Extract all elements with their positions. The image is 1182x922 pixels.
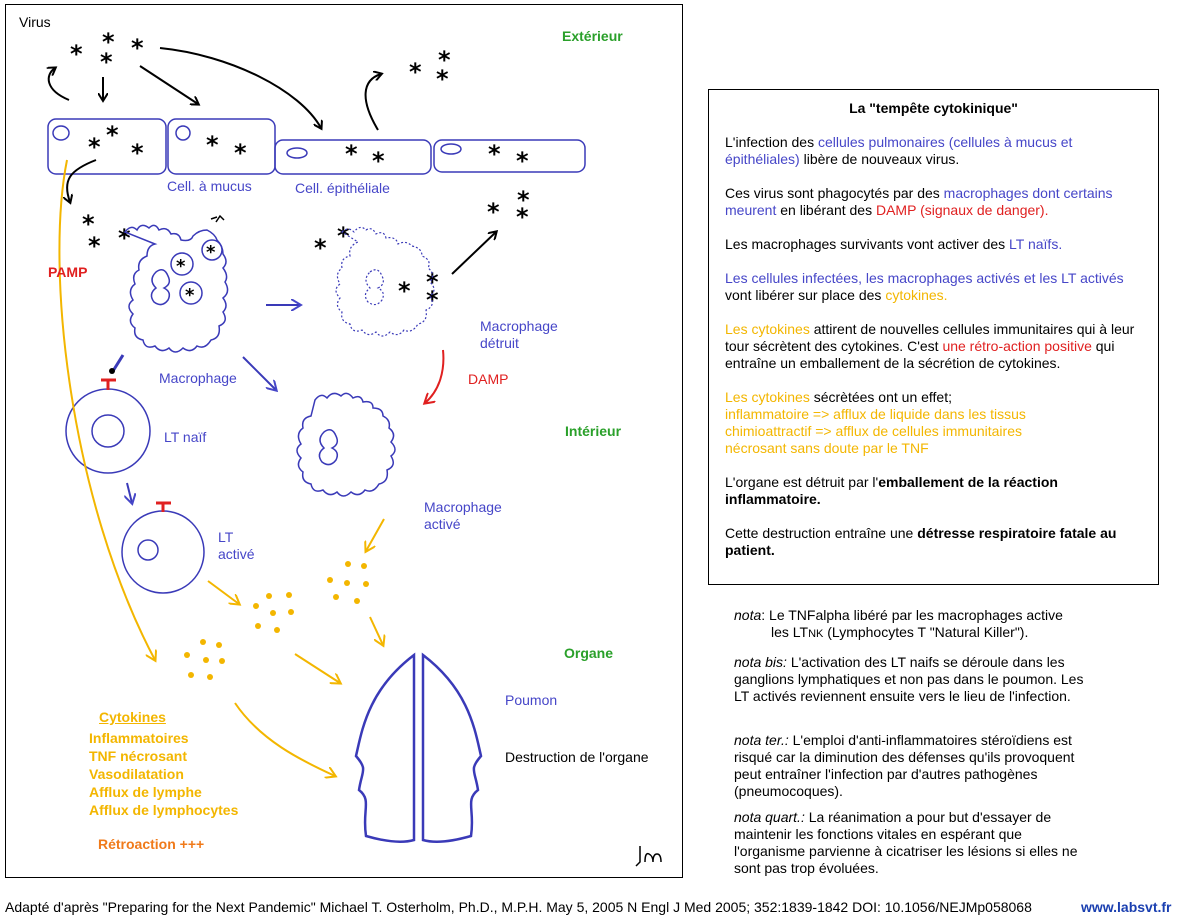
- cytokines-title: Cytokines: [99, 709, 166, 725]
- diagram-frame: [5, 4, 683, 878]
- lung-label: Poumon: [505, 692, 558, 708]
- citation: Adapté d'après "Preparing for the Next P…: [5, 899, 1032, 915]
- note-2: nota bis: L'activation des LT naifs se d…: [734, 654, 1084, 704]
- organ-destruction-label: Destruction de l'organe: [505, 749, 649, 765]
- mucus-cell-label: Cell. à mucus: [167, 178, 252, 194]
- info-paragraph: Les cytokines attirent de nouvelles cell…: [725, 321, 1135, 371]
- site-link[interactable]: www.labsvt.fr: [1081, 899, 1172, 915]
- info-paragraph: Les macrophages survivants vont activer …: [725, 236, 1063, 252]
- note-4: nota quart.: La réanimation a pour but d…: [734, 809, 1078, 876]
- lt-naive-label: LT naïf: [164, 429, 207, 445]
- info-paragraph: Les cellules infectées, les macrophages …: [725, 270, 1124, 303]
- info-title: La "tempête cytokinique": [849, 100, 1018, 116]
- exterior-label: Extérieur: [562, 28, 623, 44]
- cytokine-item: Inflammatoires: [89, 730, 189, 746]
- feedback-label: Rétroaction +++: [98, 836, 205, 852]
- virus-label: Virus: [19, 14, 51, 30]
- damp-label: DAMP: [468, 371, 509, 387]
- info-paragraph: Cette destruction entraîne une détresse …: [725, 525, 1117, 558]
- info-paragraph: Les cytokines sécrètées ont un effet; in…: [725, 389, 1026, 456]
- cytokine-item: Afflux de lymphocytes: [89, 802, 239, 818]
- info-paragraph: L'organe est détruit par l'emballement d…: [725, 474, 1058, 507]
- macrophage-label: Macrophage: [159, 370, 237, 386]
- organ-label: Organe: [564, 645, 614, 661]
- info-paragraph: Ces virus sont phagocytés par des macrop…: [725, 185, 1113, 218]
- info-box: La "tempête cytokinique" L'infection des…: [708, 89, 1159, 585]
- note-3: nota ter.: L'emploi d'anti-inflammatoire…: [734, 732, 1075, 799]
- cytokine-item: Vasodilatation: [89, 766, 184, 782]
- cytokine-item: TNF nécrosant: [89, 748, 188, 764]
- note-1: nota: Le TNFalpha libéré par les macroph…: [734, 607, 1063, 640]
- epithelial-cell-label: Cell. épithéliale: [295, 180, 390, 196]
- pamp-label: PAMP: [48, 264, 88, 280]
- interior-label: Intérieur: [565, 423, 622, 439]
- cytokine-item: Afflux de lymphe: [89, 784, 202, 800]
- info-paragraph: L'infection des cellules pulmonaires (ce…: [725, 134, 1073, 167]
